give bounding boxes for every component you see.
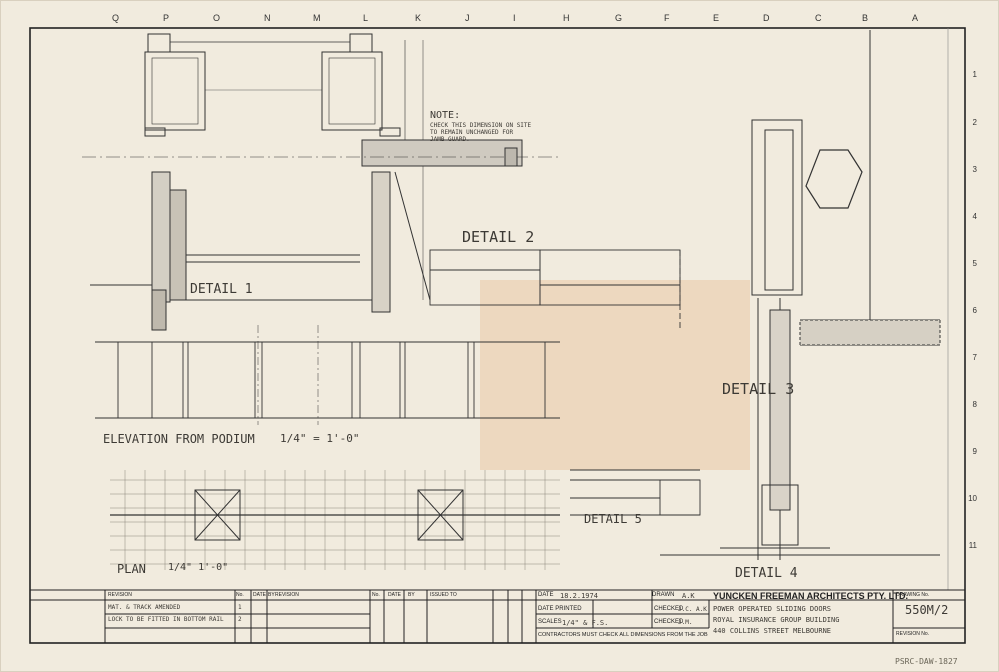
- issued-to-header: ISSUED TO: [430, 592, 457, 598]
- revision-2-no: 2: [238, 616, 242, 623]
- title-block: [30, 589, 965, 643]
- tape-stain: [480, 280, 750, 470]
- drawing-no-label: DRAWING No.: [896, 592, 930, 598]
- scales-value: 1/4" & F.S.: [562, 619, 609, 627]
- revision-2-text: LOCK TO BE FITTED IN BOTTOM RAIL: [108, 616, 224, 623]
- note-text: CHECK THIS DIMENSION ON SITE TO REMAIN U…: [430, 122, 532, 143]
- grid-letter: D: [763, 13, 770, 23]
- checked-2-label: CHECKED: [654, 619, 684, 625]
- revision-header: REVISION: [108, 592, 132, 598]
- detail-4-title: DETAIL 4: [735, 566, 798, 581]
- grid-number: 3: [972, 165, 977, 174]
- grid-number: 10: [968, 494, 977, 503]
- scales-label: SCALES: [538, 619, 562, 625]
- plan-scale: 1/4" 1'-0": [168, 562, 229, 573]
- project-line-1: POWER OPERATED SLIDING DOORS: [713, 605, 832, 613]
- firm-name: YUNCKEN FREEMAN ARCHITECTS PTY. LTD.: [713, 591, 909, 601]
- project-line-3: 440 COLLINS STREET MELBOURNE: [713, 627, 832, 635]
- grid-letter: O: [213, 13, 221, 23]
- date-printed-label: DATE PRINTED: [538, 606, 582, 612]
- note-heading: NOTE:: [430, 110, 461, 121]
- grid-number: 8: [972, 400, 977, 409]
- checked-1-value: J.C. A.K: [678, 606, 707, 613]
- grid-number: 7: [972, 353, 977, 362]
- grid-letter: B: [862, 13, 869, 23]
- issue-by-header: BY: [408, 592, 415, 598]
- drawing-no-value: 550M/2: [905, 603, 949, 617]
- plan-boxes: [110, 489, 560, 541]
- revision-by-header: BY: [268, 592, 275, 598]
- revision-1-text: MAT. & TRACK AMENDED: [108, 604, 181, 611]
- detail-3-title: DETAIL 3: [722, 380, 795, 398]
- detail-5-section: [570, 469, 701, 516]
- elevation-scale: 1/4" = 1'-0": [280, 432, 360, 445]
- detail-1-title: DETAIL 1: [190, 282, 253, 297]
- grid-letter: A: [912, 13, 919, 23]
- checked-1-label: CHECKED: [654, 606, 684, 612]
- grid-number: 9: [972, 447, 977, 456]
- date-value: 18.2.1974: [560, 592, 598, 600]
- detail-5-title: DETAIL 5: [584, 512, 642, 526]
- detail-1-section: [90, 171, 372, 331]
- grid-letter: H: [563, 13, 570, 23]
- revision-header-2: REVISION: [275, 592, 299, 598]
- grid-number: 2: [972, 118, 977, 127]
- elevation-from-podium: [95, 325, 560, 425]
- grid-letter: K: [415, 13, 422, 23]
- project-line-2: ROYAL INSURANCE GROUP BUILDING: [713, 616, 840, 624]
- grid-letter: J: [465, 13, 470, 23]
- date-label: DATE: [538, 592, 554, 598]
- grid-number: 6: [972, 306, 977, 315]
- issue-no-header: No.: [372, 592, 380, 598]
- revision-no-header: No.: [236, 592, 244, 598]
- grid-number: 4: [972, 212, 977, 221]
- drawn-label: DRAWN: [652, 592, 675, 598]
- grid-number: 1: [972, 70, 977, 79]
- column-plans: [144, 33, 424, 300]
- issue-date-header: DATE: [388, 592, 401, 598]
- revision-date-header: DATE: [253, 592, 266, 598]
- drawn-value: A.K: [682, 592, 695, 600]
- checked-2-value: J.M.: [678, 619, 693, 626]
- revision-no-label: REVISION No.: [896, 631, 930, 637]
- grid-number: 11: [968, 541, 977, 550]
- grid-letter: Q: [112, 13, 120, 23]
- grid-letter: L: [363, 13, 369, 23]
- plan-title: PLAN: [117, 562, 146, 576]
- detail-2-section: [429, 249, 681, 330]
- revision-1-no: 1: [238, 604, 242, 611]
- archive-stamp: PSRC-DAW-1827: [895, 657, 958, 666]
- detail-3-4-section: [660, 30, 941, 560]
- rail-beam: [82, 139, 560, 313]
- grid-letter: F: [664, 13, 670, 23]
- grid-letter: M: [313, 13, 321, 23]
- grid-letter: N: [264, 13, 271, 23]
- elevation-title: ELEVATION FROM PODIUM: [103, 432, 255, 446]
- grid-letter: C: [815, 13, 822, 23]
- grid-number: 5: [972, 259, 977, 268]
- grid-letter: I: [513, 13, 516, 23]
- plan-grid: [110, 470, 560, 570]
- grid-letter: E: [713, 13, 720, 23]
- grid-letter: P: [163, 13, 170, 23]
- detail-2-title: DETAIL 2: [462, 228, 535, 246]
- contractor-note: CONTRACTORS MUST CHECK ALL DIMENSIONS FR…: [538, 632, 708, 638]
- grid-letter: G: [615, 13, 623, 23]
